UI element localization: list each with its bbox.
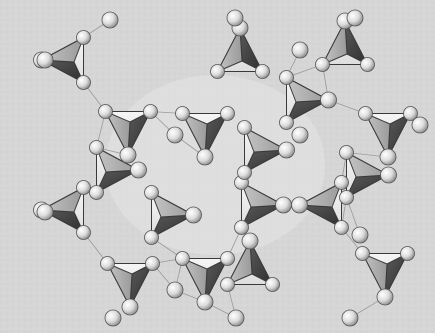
oxygen-sphere [77,226,91,240]
oxygen-sphere [238,121,252,135]
oxygen-sphere [176,107,190,121]
oxygen-sphere [221,278,235,292]
oxygen-sphere [221,107,235,121]
oxygen-sphere [235,221,249,235]
oxygen-sphere [340,146,354,160]
oxygen-sphere [342,310,358,326]
oxygen-sphere [340,191,354,205]
oxygen-sphere [352,227,368,243]
oxygen-sphere [228,310,244,326]
oxygen-sphere [412,117,428,133]
oxygen-sphere [238,166,252,180]
oxygen-sphere [280,116,294,130]
oxygen-sphere [105,310,121,326]
oxygen-sphere [122,299,138,315]
oxygen-sphere [292,127,308,143]
oxygen-sphere [221,252,235,266]
oxygen-sphere [359,107,373,121]
oxygen-sphere [347,10,363,26]
oxygen-sphere [266,278,280,292]
oxygen-sphere [227,10,243,26]
oxygen-sphere [167,127,183,143]
oxygen-sphere [37,204,53,220]
oxygen-sphere [77,76,91,90]
oxygen-sphere [131,162,147,178]
oxygen-sphere [90,141,104,155]
oxygen-sphere [292,42,308,58]
oxygen-sphere [242,233,258,249]
oxygen-sphere [144,105,158,119]
oxygen-sphere [186,207,202,223]
oxygen-sphere [380,149,396,165]
oxygen-sphere [146,257,160,271]
oxygen-sphere [101,257,115,271]
oxygen-sphere [145,231,159,245]
oxygen-sphere [176,252,190,266]
oxygen-sphere [280,71,294,85]
oxygen-sphere [321,92,337,108]
oxygen-sphere [197,294,213,310]
oxygen-sphere [335,221,349,235]
oxygen-sphere [120,147,136,163]
oxygen-sphere [197,149,213,165]
oxygen-sphere [381,167,397,183]
oxygen-sphere [256,65,270,79]
oxygen-sphere [145,186,159,200]
oxygen-sphere [102,12,118,28]
oxygen-sphere [276,197,292,213]
oxygen-sphere [279,142,295,158]
oxygen-sphere [316,58,330,72]
oxygen-sphere [377,289,393,305]
oxygen-sphere [167,282,183,298]
oxygen-sphere [77,31,91,45]
oxygen-sphere [211,65,225,79]
oxygen-sphere [335,176,349,190]
oxygen-sphere [292,197,308,213]
oxygen-sphere [77,181,91,195]
oxygen-sphere [90,186,104,200]
oxygen-sphere [37,52,53,68]
oxygen-sphere [99,105,113,119]
oxygen-sphere [361,58,375,72]
oxygen-sphere [401,247,415,261]
oxygen-sphere [356,247,370,261]
